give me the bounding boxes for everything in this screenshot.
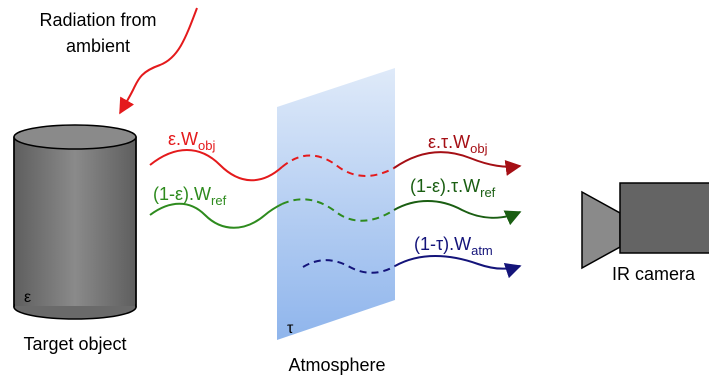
ir-camera-label: IR camera (612, 264, 696, 284)
atmospheric-out-equation: (1-τ).Watm (414, 234, 493, 258)
emitted-out-equation: ε.τ.Wobj (428, 132, 488, 156)
atmospheric-wave-atmos (302, 259, 396, 274)
ambient-label-line1: Radiation from (39, 10, 156, 30)
reflected-in-equation: (1-ε).Wref (153, 184, 227, 208)
emissivity-symbol: ε (24, 289, 31, 306)
atmosphere-panel (277, 68, 395, 340)
emitted-wave-atmos (281, 154, 395, 177)
atmospheric-wave-out (394, 255, 522, 279)
emitted-in-equation: ε.Wobj (168, 129, 215, 153)
target-object-cylinder (13, 124, 137, 320)
emitted-wave-out (393, 151, 522, 176)
ir-camera-icon (581, 182, 709, 270)
ambient-label-line2: ambient (66, 36, 130, 56)
atmosphere-label: Atmosphere (288, 355, 385, 375)
reflected-wave-atmos (281, 198, 395, 222)
emitted-wave-in (149, 149, 283, 182)
ambient-radiation-arrow (119, 7, 198, 115)
reflected-out-equation: (1-ε).τ.Wref (410, 176, 496, 200)
reflected-wave-out (393, 200, 522, 226)
reflected-wave-in (149, 202, 283, 229)
target-object-label: Target object (23, 334, 126, 354)
tau-symbol: τ (287, 320, 294, 337)
